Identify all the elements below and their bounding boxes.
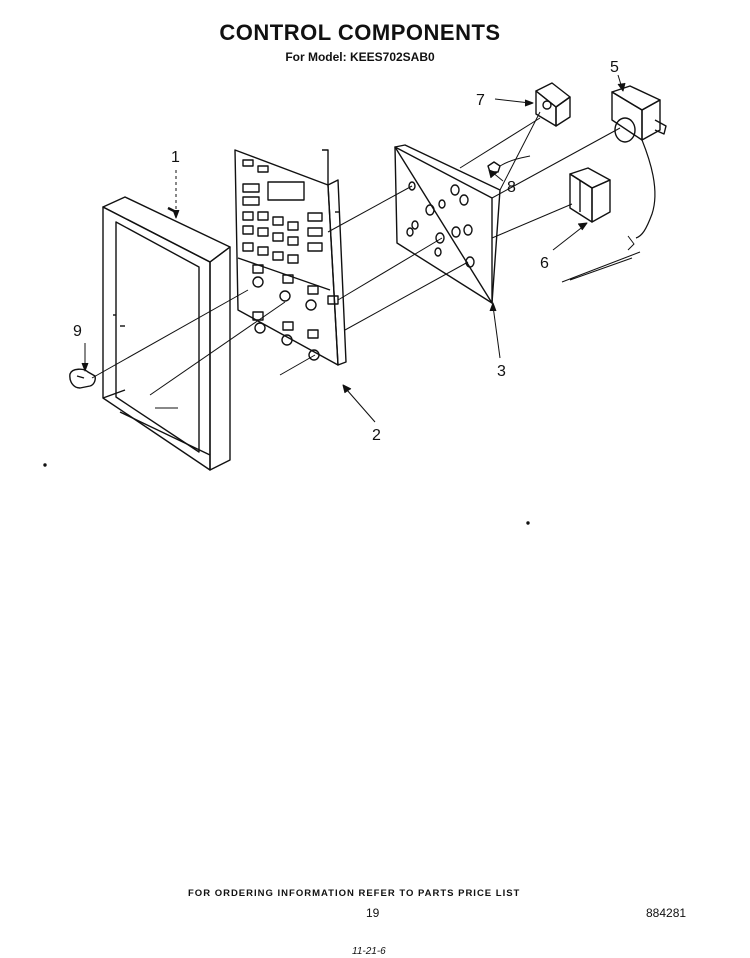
motor-switch-part	[611, 85, 667, 239]
ordering-note: FOR ORDERING INFORMATION REFER TO PARTS …	[188, 888, 521, 899]
document-number: 884281	[646, 906, 687, 920]
callout-3: 3	[497, 363, 506, 380]
callout-7: 7	[476, 92, 485, 109]
date-stamp: 11-21-6	[352, 946, 386, 957]
callout-labels: 1 2 3 5 6 7 8 9	[73, 59, 619, 444]
assembly-guide-lines	[91, 111, 621, 409]
callout-8: 8	[507, 179, 516, 196]
callout-6: 6	[540, 255, 549, 272]
switch-block-part	[569, 167, 611, 223]
page-number: 19	[366, 906, 380, 920]
relay-part	[535, 82, 571, 127]
connector-part	[487, 155, 531, 173]
knob-clip-part	[69, 368, 96, 389]
callout-5: 5	[610, 59, 619, 76]
control-panel-part	[234, 149, 347, 366]
callout-9: 9	[73, 323, 82, 340]
model-subtitle: For Model: KEES702SAB0	[285, 50, 435, 64]
callout-leaders	[81, 74, 626, 423]
callout-2: 2	[372, 427, 381, 444]
page-title: CONTROL COMPONENTS	[219, 20, 501, 45]
callout-1: 1	[171, 149, 180, 166]
circuit-board-part	[394, 144, 501, 304]
frame-bezel-part	[102, 196, 231, 471]
